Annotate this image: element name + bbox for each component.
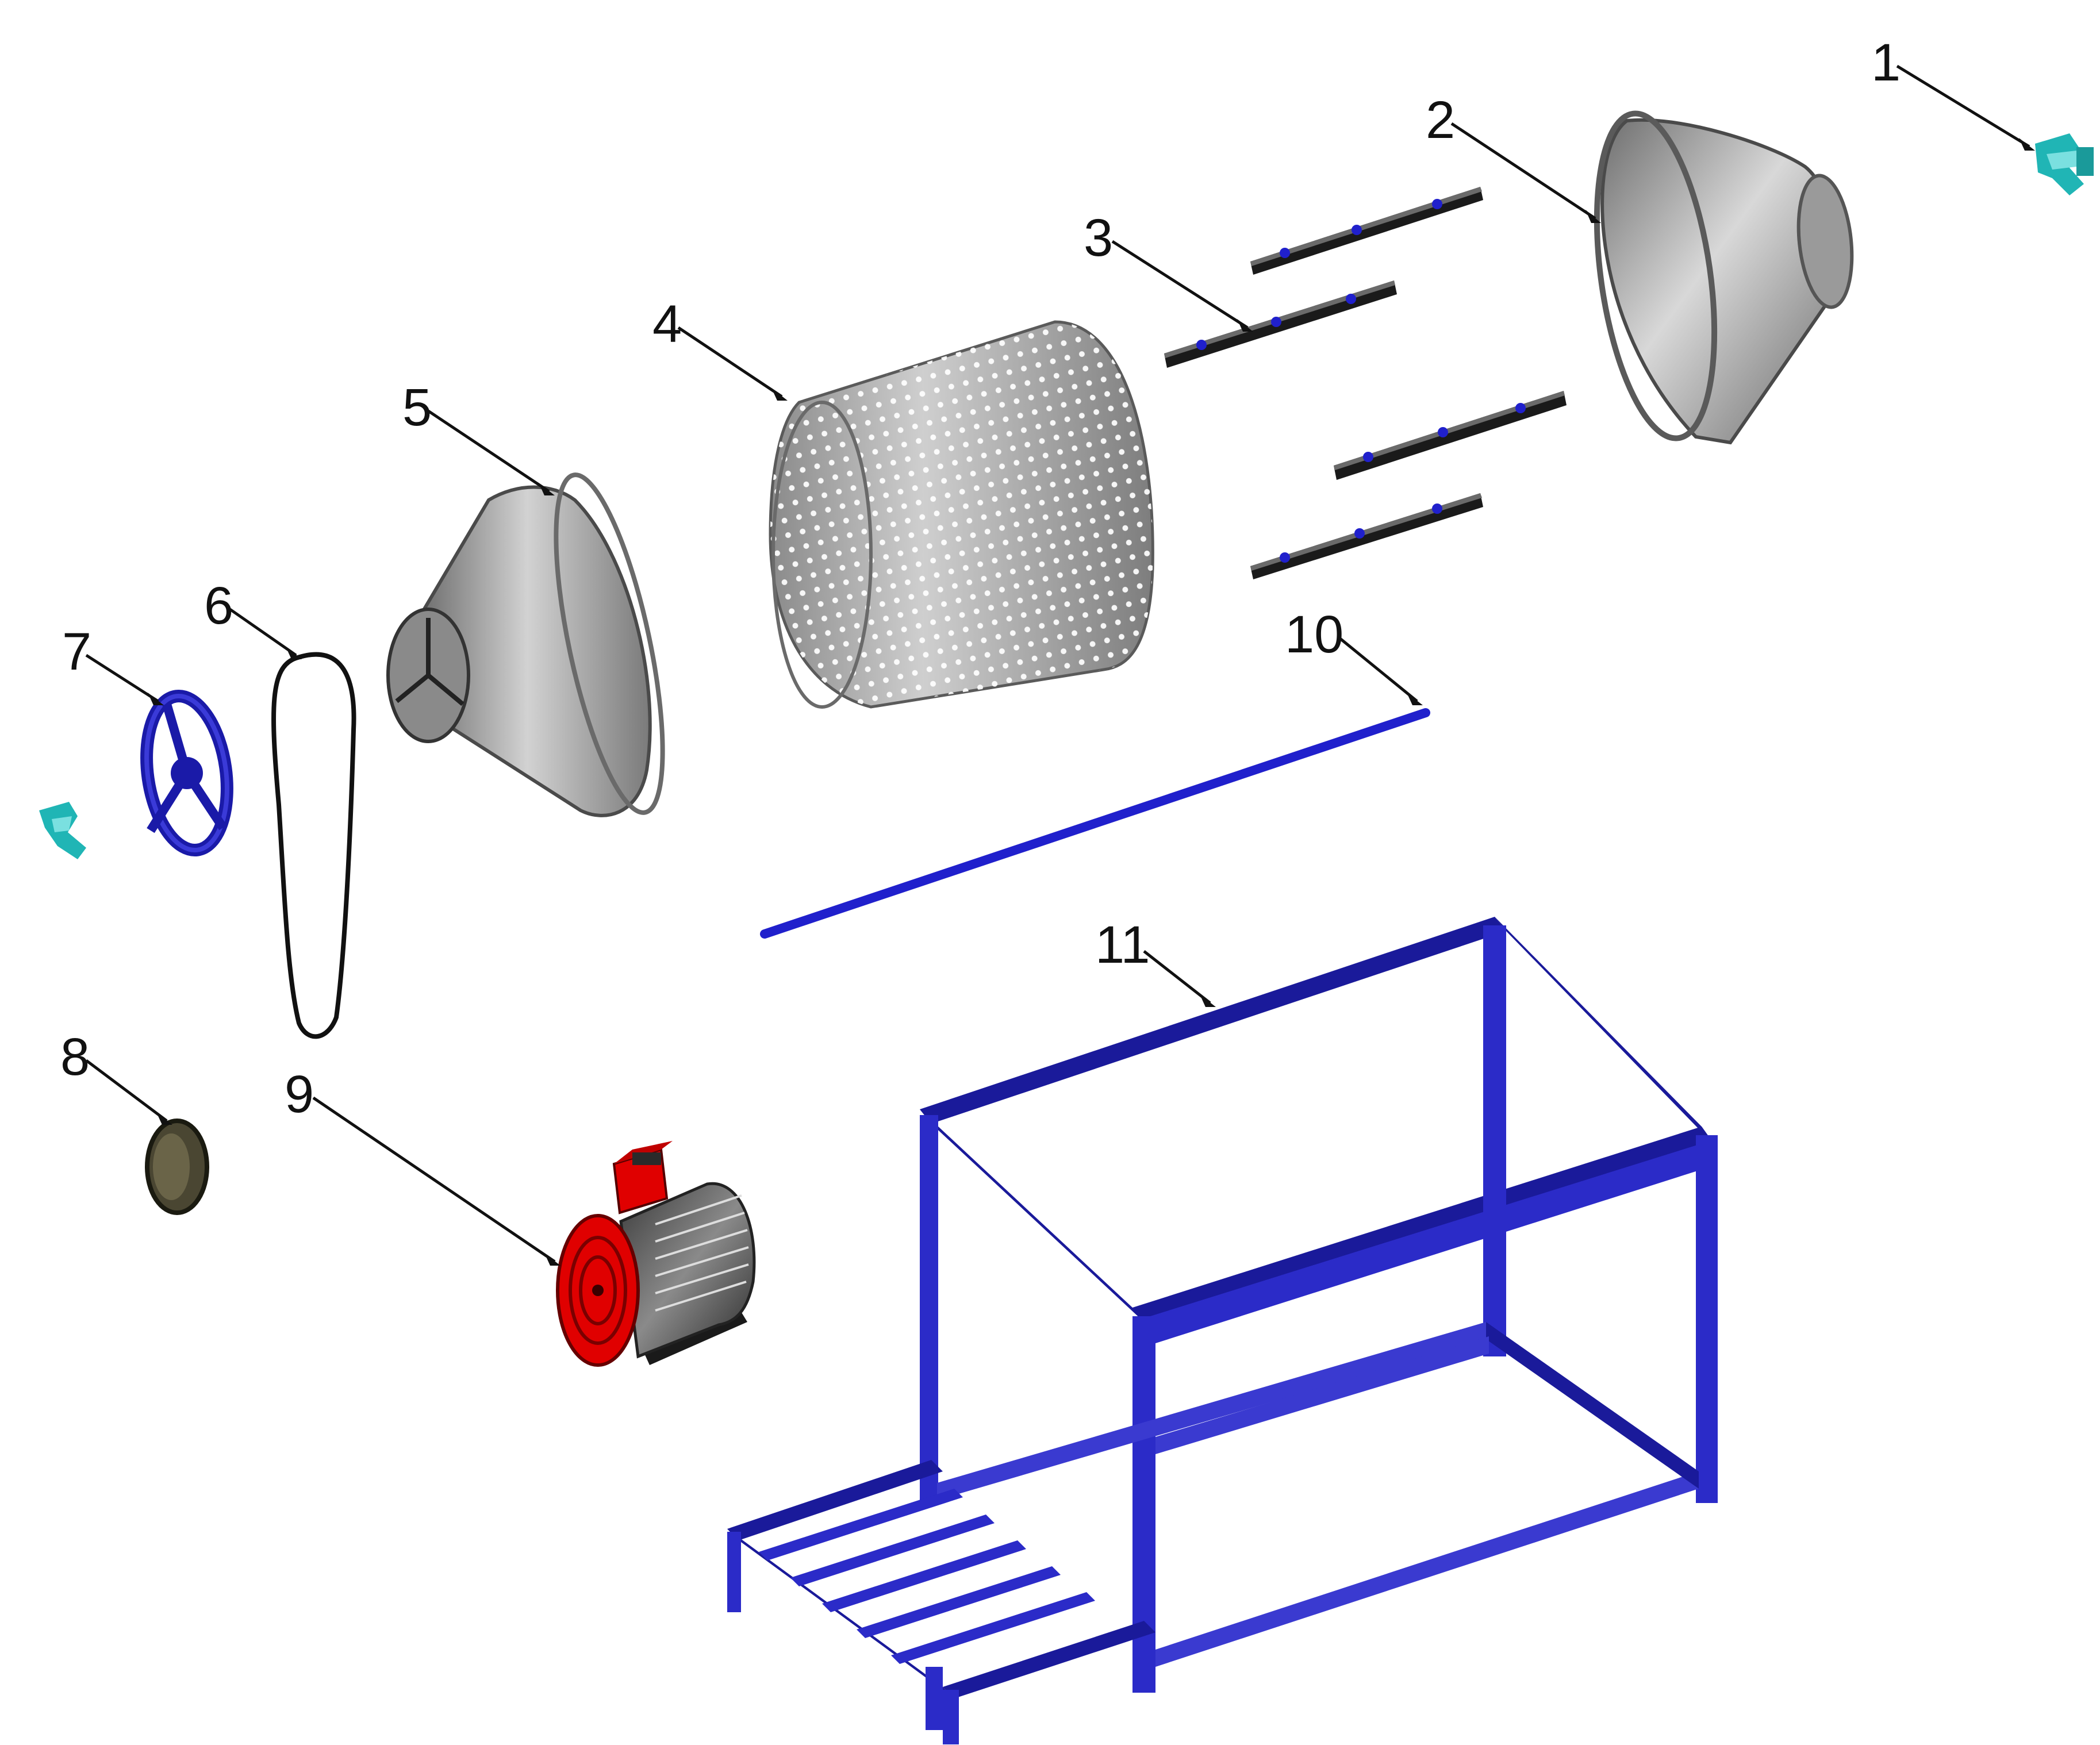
callout-label-10: 10 — [1285, 605, 1343, 664]
callout-label-6: 6 — [204, 576, 233, 635]
callout-8: 8 — [60, 1028, 172, 1125]
callout-label-4: 4 — [652, 295, 682, 353]
callout-11: 11 — [1095, 916, 1216, 1007]
drive-belt-icon — [271, 652, 356, 1039]
callout-2: 2 — [1426, 91, 1601, 223]
callout-9: 9 — [285, 1065, 560, 1266]
perforated-drum-icon — [769, 320, 1154, 709]
callout-label-11: 11 — [1095, 916, 1150, 974]
bearing-coupling-icon — [2035, 133, 2094, 195]
callout-10: 10 — [1285, 605, 1423, 705]
callout-3: 3 — [1084, 209, 1253, 332]
callout-label-5: 5 — [402, 378, 432, 437]
callout-1: 1 — [1871, 33, 2035, 151]
driven-pulley-icon — [140, 689, 233, 857]
callout-7: 7 — [62, 622, 164, 705]
outlet-cone-icon — [1594, 110, 1854, 445]
callout-5: 5 — [402, 378, 555, 495]
beater-bars-icon — [1164, 187, 1567, 579]
motor-pulley-icon — [145, 1119, 209, 1215]
callout-label-2: 2 — [1426, 91, 1455, 149]
support-frame-icon — [727, 917, 1718, 1744]
main-shaft-icon — [760, 708, 1430, 939]
inlet-cone-icon — [386, 472, 665, 817]
callout-label-1: 1 — [1871, 33, 1901, 92]
electric-motor-icon — [556, 1141, 756, 1367]
callout-label-7: 7 — [62, 622, 91, 681]
callout-6: 6 — [204, 576, 302, 659]
bearing-coupling-left-icon — [39, 802, 86, 859]
callout-4: 4 — [652, 295, 788, 401]
callouts: 1 2 3 4 5 6 7 — [60, 33, 2035, 1266]
callout-label-3: 3 — [1084, 209, 1113, 267]
callout-label-9: 9 — [285, 1065, 314, 1124]
callout-label-8: 8 — [60, 1028, 90, 1086]
